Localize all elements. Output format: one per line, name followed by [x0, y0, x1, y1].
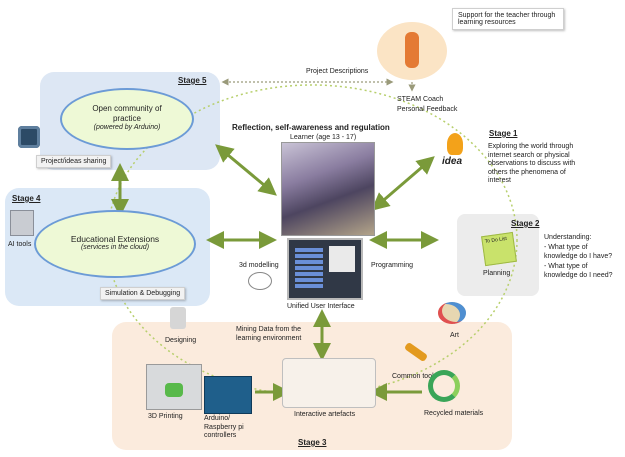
stage5-cloud: Open community of practice (powered by A…: [60, 88, 194, 150]
learner-label: Learner (age 13 - 17): [290, 134, 357, 141]
uui-panel: [329, 246, 355, 272]
controller-image: [204, 376, 252, 414]
stage5-center-arrow: [215, 144, 277, 196]
stage1-title: Stage 1: [489, 129, 518, 138]
mining-label: Mining Data from the learning environmen…: [236, 326, 302, 342]
art-palette-icon: [438, 302, 466, 324]
stage4-cloud-title: Educational Extensions: [70, 234, 160, 244]
common-tools-label: Common tools: [392, 373, 438, 380]
stage2-title: Stage 2: [511, 219, 540, 228]
understanding-2: - What type of knowledge do I need?: [544, 263, 613, 279]
coach-support-tag: Support for the teacher through learning…: [452, 8, 564, 30]
ai-tools-label: AI tools: [8, 241, 32, 248]
center-heading: Reflection, self-awareness and regulatio…: [232, 123, 390, 132]
recycled-label: Recycled materials: [424, 410, 484, 417]
stage5-tag: Project/ideas sharing: [36, 155, 112, 168]
globe-icon: [18, 126, 40, 148]
tools-icon: [10, 210, 34, 236]
coach-figure: [405, 32, 419, 68]
programming-label: Programming: [371, 262, 414, 269]
recycle-icon: [428, 370, 460, 402]
project-desc-label: Project Descriptions: [306, 68, 369, 75]
todo-note-icon: To Do List: [481, 231, 517, 267]
designing-label: Designing: [165, 337, 197, 344]
stage4-tag: Simulation & Debugging: [100, 287, 186, 300]
stage1-center-arrow: [371, 156, 435, 211]
controllers-label: Arduino/ Raspberry pi controllers: [204, 415, 244, 439]
coach-label: STEAM Coach: [397, 96, 444, 103]
idea-label: idea: [442, 156, 463, 167]
stage4-cloud-sub: (services in the cloud): [80, 244, 150, 251]
todo-note-title: To Do List: [484, 235, 508, 245]
understanding-1: - What type of knowledge do I have?: [544, 244, 613, 260]
stage5-cloud-title: Open community of practice: [92, 104, 162, 123]
artefacts-image: [282, 358, 376, 408]
understanding-title: Understanding:: [544, 234, 592, 241]
planning-label: Planning: [483, 270, 511, 277]
stage4-title: Stage 4: [12, 194, 41, 203]
modelling-label: 3d modelling: [239, 262, 279, 269]
designing-icon: [170, 307, 186, 329]
coach-image: [377, 22, 447, 80]
stage5-cloud-sub: (powered by Arduino): [93, 124, 161, 131]
learner-photo: [281, 142, 375, 236]
uui-label: Unified User Interface: [287, 303, 355, 310]
printer-image: [146, 364, 202, 410]
stage5-title: Stage 5: [178, 76, 207, 85]
artefacts-label: Interactive artefacts: [294, 411, 356, 418]
printing-label: 3D Printing: [148, 413, 183, 420]
stage1-text: Exploring the world through internet sea…: [488, 143, 576, 184]
stage4-cloud: Educational Extensions (services in the …: [34, 210, 196, 278]
art-label: Art: [450, 332, 459, 339]
feedback-label: Personal Feedback: [397, 106, 458, 113]
printed-object: [165, 383, 183, 397]
model-icon: [248, 272, 272, 290]
idea-bulb-icon: [447, 133, 463, 155]
uui-code-block: [295, 248, 323, 288]
stage3-title: Stage 3: [298, 438, 327, 447]
uui-screen: [287, 238, 363, 300]
